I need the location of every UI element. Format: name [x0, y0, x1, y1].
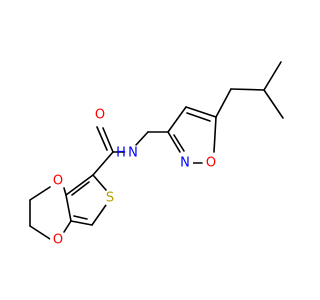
bond — [263, 61, 282, 91]
dioxin-oxygen-bottom-label: O — [50, 232, 66, 248]
svg-text:N: N — [180, 156, 190, 171]
svg-text:O: O — [206, 156, 216, 171]
amide-hydrogen-label: H — [116, 146, 126, 161]
bond — [213, 116, 217, 153]
bond — [65, 174, 94, 196]
molecule-structure-canvas: O N H N O O O S — [29, 61, 284, 248]
thiophene-sulfur-label: S — [102, 190, 118, 206]
bond — [263, 89, 284, 119]
bond — [230, 88, 265, 91]
svg-text:O: O — [53, 174, 63, 189]
bond — [167, 106, 187, 133]
bond — [167, 131, 181, 153]
bond — [92, 174, 107, 191]
bond — [96, 126, 108, 151]
bond — [91, 204, 107, 226]
svg-text:O: O — [53, 233, 63, 248]
bond-layer — [29, 61, 284, 240]
bond — [186, 112, 211, 122]
bond — [65, 194, 72, 222]
bond — [29, 225, 51, 240]
bond — [92, 151, 114, 176]
atom-label-layer: O N H N O O O S — [50, 107, 219, 248]
carbonyl-oxygen-label: O — [92, 107, 108, 123]
bond — [102, 127, 114, 153]
amide-nitrogen-label: N — [125, 145, 141, 161]
isoxazole-nitrogen-label: N — [177, 155, 193, 171]
bond — [63, 220, 72, 233]
bond — [29, 186, 51, 201]
bond — [173, 134, 185, 152]
bond — [215, 88, 232, 118]
svg-text:H: H — [116, 146, 126, 161]
bond — [185, 106, 217, 118]
isoxazole-oxygen-label: O — [203, 155, 219, 171]
svg-text:N: N — [128, 146, 138, 161]
dioxin-oxygen-top-label: O — [50, 173, 66, 189]
svg-text:O: O — [95, 108, 105, 123]
bond — [63, 187, 67, 196]
svg-text:S: S — [106, 191, 114, 206]
bond — [73, 215, 88, 220]
bond — [70, 220, 93, 226]
bond — [71, 181, 90, 196]
bond — [135, 131, 149, 146]
